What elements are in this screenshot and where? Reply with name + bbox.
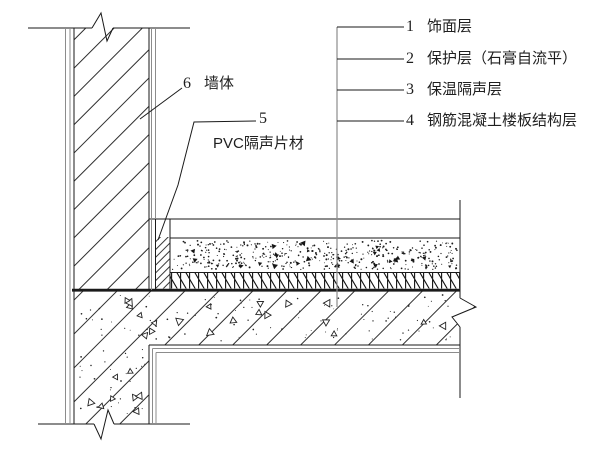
callout-finish-layer: 1 饰面层 xyxy=(406,19,472,35)
insulation-layer-hatch xyxy=(170,273,460,289)
callout-number: 3 xyxy=(406,81,414,98)
wall-left-finish xyxy=(65,28,71,424)
callout-pvc-label: PVC隔声片材 xyxy=(213,135,304,152)
screed-stipple xyxy=(171,239,458,271)
callout-number: 6 xyxy=(183,75,191,92)
callout-number: 4 xyxy=(406,112,414,129)
callout-label: 饰面层 xyxy=(427,18,473,35)
callout-label: 钢筋混凝土楼板结构层 xyxy=(427,112,578,129)
callout-protection-layer: 2 保护层（石膏自流平） xyxy=(406,51,577,67)
callout-number: 1 xyxy=(406,18,414,35)
callout-label: 保温隔声层 xyxy=(427,81,503,98)
top-break-icon xyxy=(91,11,114,43)
leader-6 xyxy=(139,87,183,120)
leader-lines xyxy=(139,26,404,307)
finish-lines xyxy=(65,28,460,424)
leader-5 xyxy=(157,120,257,241)
right-break-icon xyxy=(451,297,478,328)
callout-pvc-number: 5 xyxy=(259,110,267,127)
callout-number: 2 xyxy=(406,50,414,67)
ceiling-finish xyxy=(152,348,460,353)
upper-wall-hatch xyxy=(74,28,149,290)
pvc-strip-edges xyxy=(155,219,171,290)
lower-wall-finish xyxy=(152,348,157,424)
edge-lines xyxy=(28,11,478,441)
concrete-speckle xyxy=(79,294,451,416)
pvc-isolation-strip xyxy=(156,237,170,289)
wall-right-finish xyxy=(151,28,156,290)
callout-label: 墙体 xyxy=(204,75,235,92)
callout-slab-layer: 4 钢筋混凝土楼板结构层 xyxy=(406,113,577,129)
callout-label: 保护层（石膏自流平） xyxy=(427,50,578,67)
callout-insulation-layer: 3 保温隔声层 xyxy=(406,82,502,98)
callout-wall: 6 墙体 xyxy=(183,76,234,92)
bottom-break-icon xyxy=(93,408,115,441)
